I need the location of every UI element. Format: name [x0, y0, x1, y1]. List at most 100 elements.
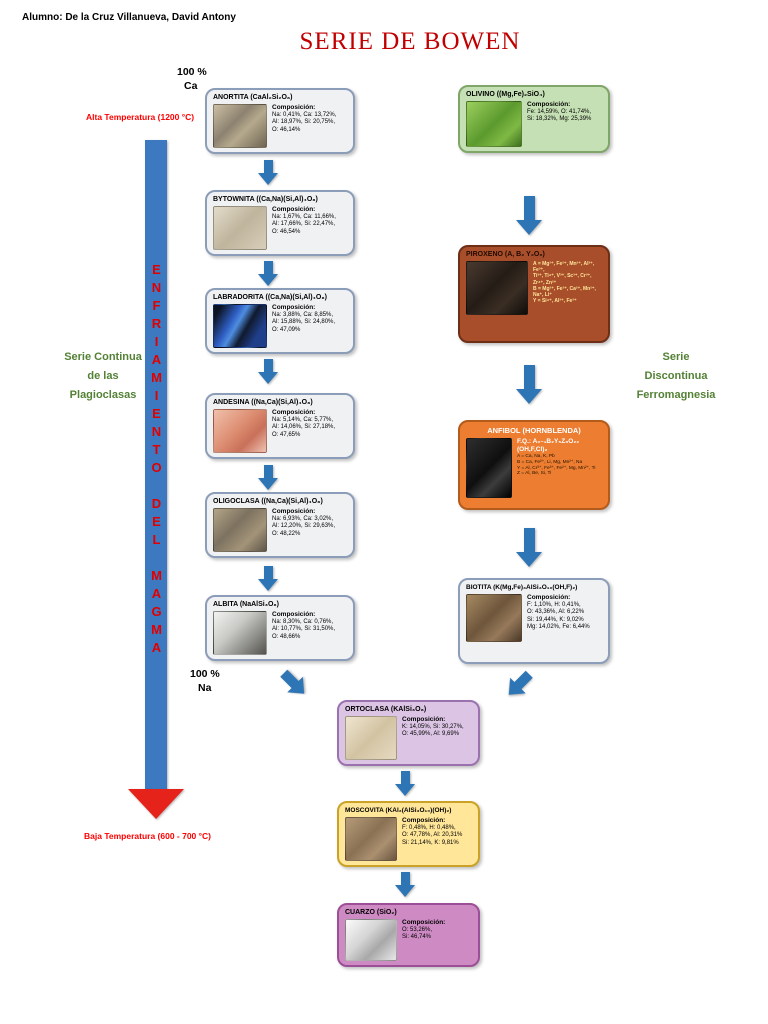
composition-label: Composición: [402, 817, 446, 824]
scale-top-element: Ca [184, 80, 198, 92]
albita-photo [213, 611, 267, 655]
down-arrow-icon [395, 872, 415, 897]
composition-line: Al: 10,77%, Si: 31,50%, [272, 626, 336, 632]
element-legend-line: Z = Al, Be, Si, Ti [517, 471, 552, 477]
down-arrow-icon [516, 528, 542, 567]
student-name-label: Alumno: De la Cruz Villanueva, David Ant… [22, 12, 236, 23]
mineral-title: CUARZO (SiO₂) [345, 909, 397, 916]
composition-line: O: 45,99%, Al: 9,69% [402, 731, 460, 737]
composition-line: O: 46,14% [272, 126, 301, 133]
element-legend-line: Y = Al, Cr³⁺, Fe³⁺, Fe²⁺, Mg, Mn²⁺, Ti [517, 465, 596, 471]
composition-line: O: 47,09% [272, 326, 301, 333]
mineral-title: BYTOWNITA ((Ca,Na)(Si,Al)₄O₈) [213, 196, 318, 203]
composition-label: Composición: [272, 611, 316, 618]
composition-line: F: 0,48%, H: 0,48%, [402, 824, 456, 831]
cooling-arrow-head-icon [128, 789, 184, 819]
mineral-title: LABRADORITA ((Ca,Na)(Si,Al)₄O₈) [213, 294, 327, 301]
element-legend-line: Ti³⁺, Ti⁴⁺, V³⁺, Sc³⁺, Cr³⁺, Zr⁴⁺, Zn²⁺ [533, 273, 592, 286]
composition-line: Na: 8,30%, Ca: 0,76%, [272, 618, 334, 625]
mineral-title: BIOTITA (K(Mg,Fe)₃AlSi₃O₁₀(OH,F)₂) [466, 584, 578, 591]
down-left-arrow-icon [500, 666, 537, 703]
continuous-series-line: Plagioclasas [69, 389, 137, 401]
composition-line: Al: 14,06%, Si: 27,18%, [272, 424, 336, 430]
anfibol-photo [466, 438, 512, 498]
composition-line: Mg: 14,02%, Fe: 6,44% [527, 624, 590, 630]
biotita-photo [466, 594, 522, 642]
mineral-title: ANFIBOL (HORNBLENDA) [487, 426, 581, 435]
andesina-photo [213, 409, 267, 453]
composition-line: O: 53,26%, [402, 926, 433, 933]
discontinuous-series-line: Discontinua [644, 370, 708, 382]
composition-line: Si: 18,32%, Mg: 25,39% [527, 116, 592, 122]
composition-label: Composición: [527, 594, 571, 601]
composition-label: Composición: [527, 101, 571, 108]
composition-line: O: 47,65% [272, 431, 301, 438]
composition-label: Composición: [272, 304, 316, 311]
cooling-arrow-label: ENFRIAMIENTO DEL MAGMA [149, 262, 164, 658]
discontinuous-series-label: Serie Discontinua Ferromagnesia [612, 348, 740, 405]
composition-label: Composición: [272, 508, 316, 515]
cooling-arrow-shaft [145, 140, 167, 790]
bytownita-photo [213, 206, 267, 250]
composition-line: Al: 17,66%, Si: 22,47%, [272, 221, 336, 227]
discontinuous-series-line: Ferromagnesia [636, 389, 716, 401]
composition-line: Si: 21,14%, K: 9,81% [402, 839, 459, 846]
mineral-title: OLIGOCLASA ((Na,Ca)(Si,Al)₄O₈) [213, 498, 323, 505]
mineral-title: MOSCOVITA (KAl₂(AlSi₃O₁₀)(OH)₂) [345, 807, 452, 814]
element-legend-line: A = Ca, Na, K, Pb [517, 454, 555, 459]
mineral-box-ortoclasa: ORTOCLASA (KAlSi₃O₈) Composición: K: 14,… [337, 700, 480, 766]
page-title: SERIE DE BOWEN [299, 28, 521, 55]
composition-label: Composición: [402, 716, 446, 723]
down-right-arrow-icon [276, 665, 313, 702]
composition-line: O: 46,54% [272, 228, 301, 235]
mineral-title: PIROXENO (A, B₂ Y₂O₆) [466, 251, 545, 258]
mineral-box-oligoclasa: OLIGOCLASA ((Na,Ca)(Si,Al)₄O₈) Composici… [205, 492, 355, 558]
down-arrow-icon [258, 566, 278, 591]
composition-line: O: 48,66% [272, 633, 301, 640]
mineral-box-anortita: ANORTITA (CaAl₂Si₂O₈) Composición: Na: 0… [205, 88, 355, 154]
mineral-title: OLIVINO ((Mg,Fe)₂SiO₄) [466, 91, 545, 98]
composition-line: Si: 46,74% [402, 934, 432, 940]
cuarzo-photo [345, 919, 397, 961]
moscovita-photo [345, 817, 397, 861]
element-legend-line: A = Mg²⁺, Fe²⁺, Mn²⁺, Al³⁺, Fe³⁺, [533, 261, 595, 274]
composition-line: Al: 12,20%, Si: 29,63%, [272, 523, 336, 529]
mineral-box-piroxeno: PIROXENO (A, B₂ Y₂O₆) A = Mg²⁺, Fe²⁺, Mn… [458, 245, 610, 343]
composition-line: Si: 19,44%, K: 9,02% [527, 616, 584, 623]
mineral-box-andesina: ANDESINA ((Na,Ca)(Si,Al)₄O₈) Composición… [205, 393, 355, 459]
continuous-series-line: de las [87, 370, 119, 382]
continuous-series-label: Serie Continua de las Plagioclasas [38, 348, 168, 405]
scale-bottom-element: Na [198, 682, 212, 694]
mineral-title: ALBITA (NaAlSi₃O₈) [213, 601, 280, 608]
down-arrow-icon [258, 160, 278, 185]
composition-label: Composición: [272, 206, 316, 213]
composition-line: Na: 0,41%, Ca: 13,72%, [272, 111, 337, 118]
down-arrow-icon [258, 465, 278, 490]
scale-bottom-percent: 100 % [190, 668, 220, 680]
down-arrow-icon [258, 261, 278, 286]
down-arrow-icon [395, 771, 415, 796]
continuous-series-line: Serie Continua [64, 351, 142, 363]
olivino-photo [466, 101, 522, 147]
mineral-title: ORTOCLASA (KAlSi₃O₈) [345, 706, 427, 713]
scale-top-percent: 100 % [177, 66, 207, 78]
composition-line: Al: 18,97%, Si: 20,75%, [272, 119, 336, 125]
high-temperature-label: Alta Temperatura (1200 °C) [86, 112, 195, 122]
mineral-box-biotita: BIOTITA (K(Mg,Fe)₃AlSi₃O₁₀(OH,F)₂) Compo… [458, 578, 610, 664]
composition-label: Composición: [402, 919, 446, 926]
mineral-box-anfibol: ANFIBOL (HORNBLENDA) F.Q.: A₀₋₁B₂Y₅Z₈O₂₂… [458, 420, 610, 510]
composition-line: Al: 15,88%, Si: 24,80%, [272, 319, 336, 325]
mineral-box-moscovita: MOSCOVITA (KAl₂(AlSi₃O₁₀)(OH)₂) Composic… [337, 801, 480, 867]
composition-line: Na: 3,88%, Ca: 8,85%, [272, 311, 334, 318]
down-arrow-icon [516, 365, 542, 404]
composition-line: K: 14,05%, Si: 30,27%, [402, 723, 464, 730]
down-arrow-icon [258, 359, 278, 384]
mineral-box-albita: ALBITA (NaAlSi₃O₈) Composición: Na: 8,30… [205, 595, 355, 661]
mineral-title: ANDESINA ((Na,Ca)(Si,Al)₄O₈) [213, 399, 313, 406]
composition-line: Na: 6,93%, Ca: 3,02%, [272, 515, 334, 522]
piroxeno-photo [466, 261, 528, 315]
composition-line: Fe: 14,59%, O: 41,74%, [527, 108, 592, 115]
composition-line: Na: 5,14%, Ca: 5,77%, [272, 416, 334, 423]
mineral-title: ANORTITA (CaAl₂Si₂O₈) [213, 94, 293, 101]
